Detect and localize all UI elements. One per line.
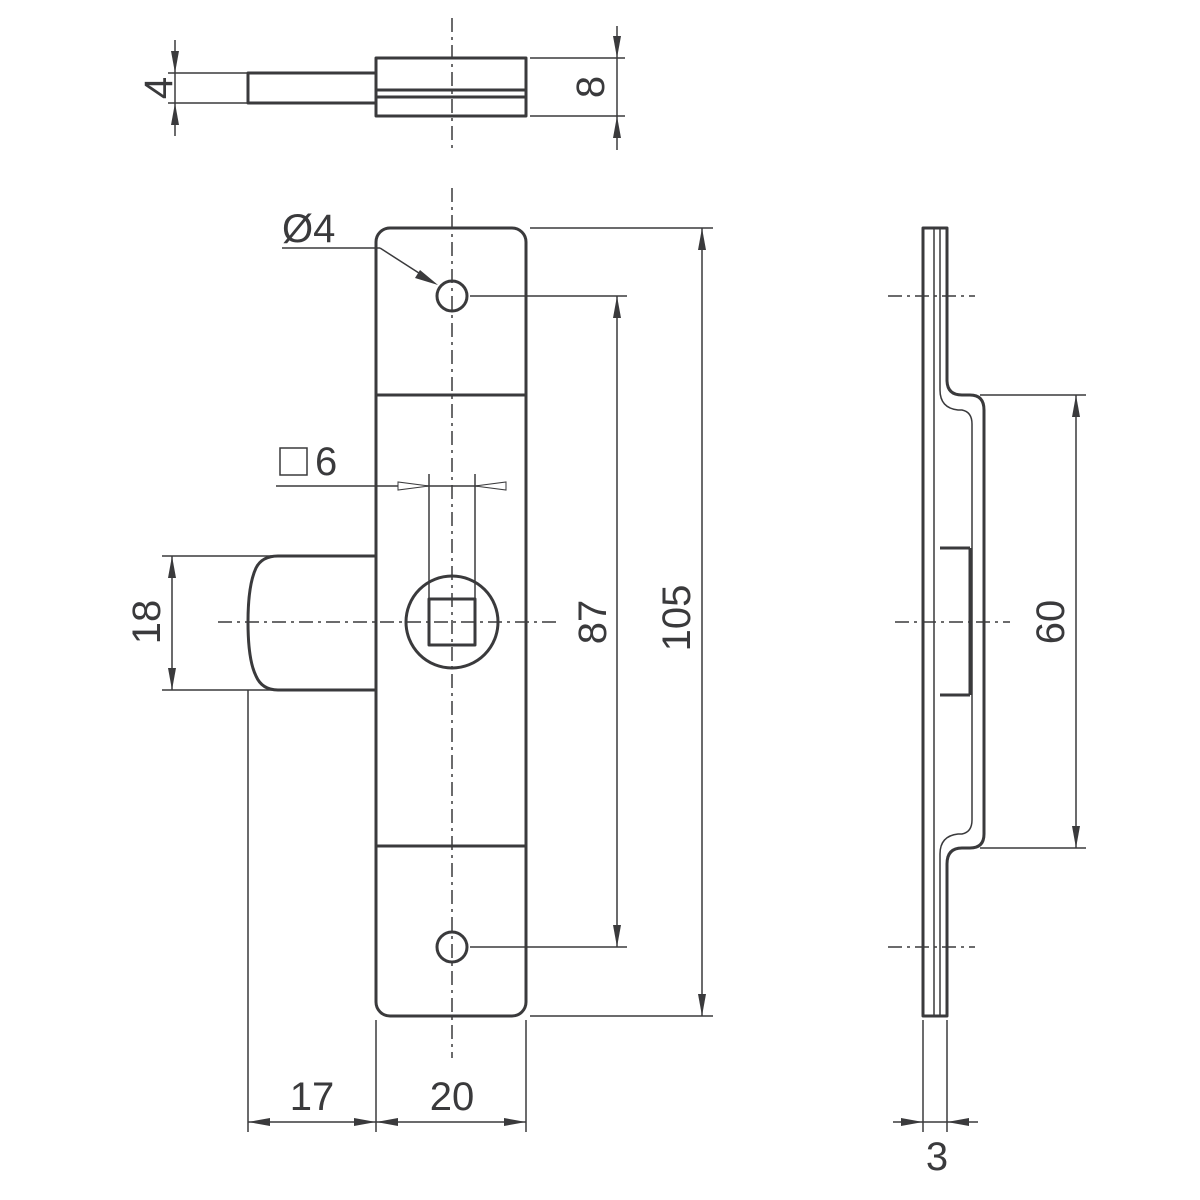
- dim-20-arrow-left: [376, 1118, 398, 1126]
- top-view-bolt: [246, 71, 378, 105]
- diameter-leader-angled: [379, 247, 423, 276]
- dim-105-arrow-bottom: [698, 994, 706, 1016]
- dim-3-arrow-left: [901, 1118, 923, 1126]
- square-dim-arrow-left: [397, 481, 430, 491]
- dim-20-label: 20: [430, 1075, 475, 1119]
- dim-4-label: 4: [137, 77, 181, 99]
- latch-bolt: [246, 554, 376, 692]
- square-outline-icon: [279, 447, 308, 476]
- dim-20-arrow-right: [504, 1118, 526, 1126]
- dim-18-arrow-bottom: [168, 668, 176, 690]
- dim-4-arrow-top: [171, 51, 179, 73]
- dim-60-label: 60: [1029, 600, 1073, 645]
- dim-87-label: 87: [571, 600, 615, 645]
- dim-3-label: 3: [926, 1135, 948, 1179]
- dim-8-arrow-bottom: [613, 116, 621, 138]
- diameter-leader-arrow: [415, 270, 438, 285]
- square-size-label: 6: [315, 440, 337, 484]
- square-dim-arrow-right: [474, 481, 507, 491]
- dim-18-arrow-top: [168, 556, 176, 578]
- top-view: 4 8: [137, 18, 625, 152]
- strike-plate: [374, 226, 528, 1018]
- dim-87-arrow-bottom: [613, 925, 621, 947]
- bottom-screw-hole: [435, 930, 469, 964]
- dim-17-arrow-right: [354, 1118, 376, 1126]
- dim-4-arrow-bottom: [171, 103, 179, 125]
- dim-60-arrow-top: [1072, 395, 1080, 417]
- dim-18-label: 18: [125, 600, 169, 645]
- dim-8-label: 8: [569, 76, 613, 98]
- side-profile-inner-offset: [939, 228, 973, 1016]
- spindle-boss: [404, 574, 500, 670]
- dim-17-label: 17: [290, 1075, 335, 1119]
- side-profile: [921, 226, 986, 1018]
- square-spindle-hole: [427, 597, 477, 647]
- dim-3-arrow-right: [947, 1118, 969, 1126]
- side-view: 60 3: [888, 226, 1086, 1179]
- top-view-body: [374, 56, 528, 118]
- dim-8-arrow-top: [613, 36, 621, 58]
- front-view: Ø4 6 18 87 105: [125, 188, 713, 1132]
- dim-17-arrow-left: [248, 1118, 270, 1126]
- dim-87-arrow-top: [613, 296, 621, 318]
- dim-60-arrow-bottom: [1072, 826, 1080, 848]
- top-screw-hole: [435, 279, 469, 313]
- dim-105-label: 105: [655, 585, 699, 652]
- dim-105-arrow-top: [698, 228, 706, 250]
- diameter-label: Ø4: [282, 207, 335, 251]
